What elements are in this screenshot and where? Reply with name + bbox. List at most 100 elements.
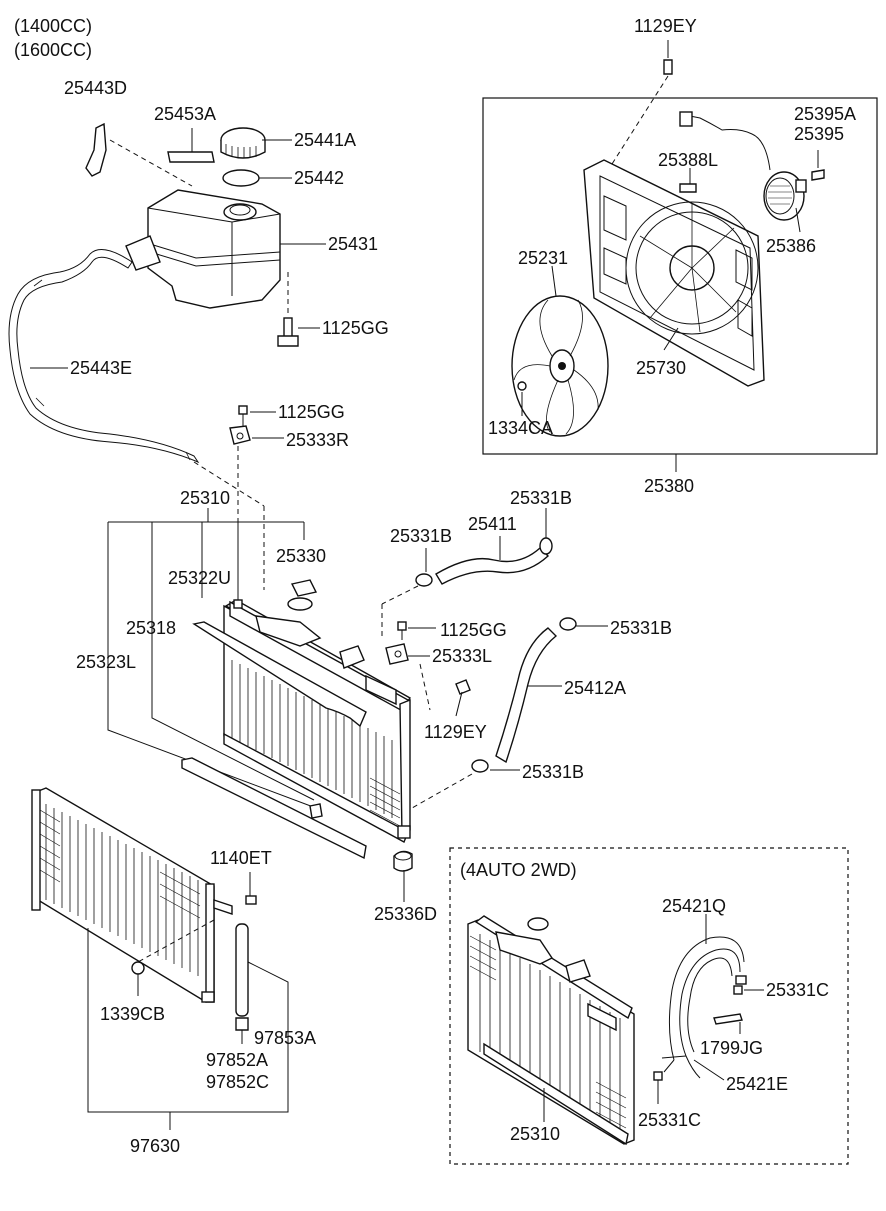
lower-seal-25323L (181, 757, 367, 860)
label-25323L: 25323L (76, 652, 136, 672)
label-97630: 97630 (130, 1136, 180, 1156)
label-25412A: 25412A (564, 678, 626, 698)
label-25310: 25310 (180, 488, 230, 508)
cooling-fan-25231 (511, 295, 609, 437)
auto-2wd-box (449, 847, 849, 1165)
leader-25231 (551, 265, 557, 297)
bolt-1125GG-c (397, 621, 407, 640)
reservoir-group (8, 122, 299, 464)
label-97853A: 97853A (254, 1028, 316, 1048)
clamp-25331C-b (653, 1071, 663, 1081)
radiator-cap-25330 (290, 579, 318, 597)
motor-connector (679, 111, 693, 127)
clip-1799JG (713, 1013, 743, 1025)
label-1125GG-c: 1125GG (440, 620, 507, 640)
fan-assembly-box (482, 97, 878, 455)
bushing-1339CB (131, 961, 145, 975)
label-25331B-b: 25331B (510, 488, 572, 508)
condenser-97630 (31, 787, 233, 1003)
label-25431: 25431 (328, 234, 378, 254)
dash-condenser (137, 919, 215, 963)
dash-hose-end (193, 461, 265, 507)
nut-1334CA (517, 381, 527, 391)
label-25395: 25395 (794, 124, 844, 144)
label-25442: 25442 (294, 168, 344, 188)
label-25443E: 25443E (70, 358, 132, 378)
radiator-auto-2wd (467, 915, 635, 1146)
reservoir-tank-25431 (125, 189, 281, 309)
label-25333L: 25333L (432, 646, 492, 666)
leader-25730 (663, 327, 679, 351)
label-1799JG: 1799JG (700, 1038, 763, 1058)
label-25330: 25330 (276, 546, 326, 566)
label-1125GG-a: 1125GG (322, 318, 389, 338)
label-25380: 25380 (644, 476, 694, 496)
bolt-1125GG-b (238, 405, 248, 426)
label-25322U: 25322U (168, 568, 231, 588)
label-25411: 25411 (468, 514, 517, 534)
label-25443D: 25443D (64, 78, 127, 98)
clamp-25331C-a (733, 985, 743, 995)
leader-dash (109, 139, 193, 187)
dash-upper-hose (381, 585, 419, 605)
label-25395A: 25395A (794, 104, 856, 124)
bolt-1140ET (245, 872, 257, 905)
dash-lower-hose (411, 773, 473, 809)
label-1334CA: 1334CA (488, 418, 553, 438)
bolt-1125GG-a (277, 272, 299, 347)
bracket-25333R (229, 425, 251, 445)
label-25331C-a: 25331C (766, 980, 829, 1000)
label-25388L: 25388L (658, 150, 718, 170)
variant-1600cc: (1600CC) (14, 40, 92, 60)
label-25331B-d: 25331B (522, 762, 584, 782)
label-25453A: 25453A (154, 104, 216, 124)
upper-hose-25411 (415, 537, 553, 587)
fan-assembly (511, 111, 825, 437)
label-1339CB: 1339CB (100, 1004, 165, 1024)
label-25310-b: 25310 (510, 1124, 560, 1144)
mount-stub (309, 803, 323, 819)
label-1129EY-mid: 1129EY (424, 722, 487, 742)
label-25231: 25231 (518, 248, 568, 268)
bolt-1129EY-mid (455, 679, 471, 717)
mount-25336D (393, 850, 413, 872)
long-hose-25443E (8, 249, 200, 464)
label-25331C-b: 25331C (638, 1110, 701, 1130)
label-25333R: 25333R (286, 430, 349, 450)
leader-25421E (693, 1059, 725, 1081)
label-97852A: 97852A (206, 1050, 268, 1070)
label-25441A: 25441A (294, 130, 356, 150)
variant-1400cc: (1400CC) (14, 16, 92, 36)
label-25386: 25386 (766, 236, 816, 256)
bracket-97630 (87, 928, 289, 1130)
screw-25395 (811, 169, 825, 181)
reservoir-cap-25441A (220, 127, 266, 159)
label-25421E: 25421E (726, 1074, 788, 1094)
bracket-25333L (385, 643, 409, 665)
drier-plug-97852A (235, 1017, 249, 1031)
bracket-25310 (107, 508, 317, 809)
dash-25333L (419, 663, 431, 711)
label-25331B-c: 25331B (610, 618, 672, 638)
motor-wire (689, 115, 771, 171)
label-25331B-a: 25331B (390, 526, 452, 546)
label-plate-25453A (167, 151, 215, 163)
cap-gasket-25442 (222, 169, 260, 187)
sub-assembly-heading: (4AUTO 2WD) (460, 860, 577, 880)
oil-cooler-hoses-25421 (661, 936, 747, 1079)
deflector-25318 (192, 621, 367, 728)
clip-25388L (679, 183, 697, 193)
label-97852C: 97852C (206, 1072, 269, 1092)
label-1129EY-top: 1129EY (634, 16, 697, 36)
label-1140ET: 1140ET (210, 848, 272, 868)
receiver-drier-97853A (235, 923, 249, 1017)
label-25730: 25730 (636, 358, 686, 378)
bolt-1129EY-top (611, 40, 673, 165)
lower-hose-25412A (471, 617, 577, 773)
label-25318: 25318 (126, 618, 176, 638)
leader-25386 (795, 207, 801, 233)
fan-motor-25386 (763, 171, 807, 221)
label-25336D: 25336D (374, 904, 437, 924)
